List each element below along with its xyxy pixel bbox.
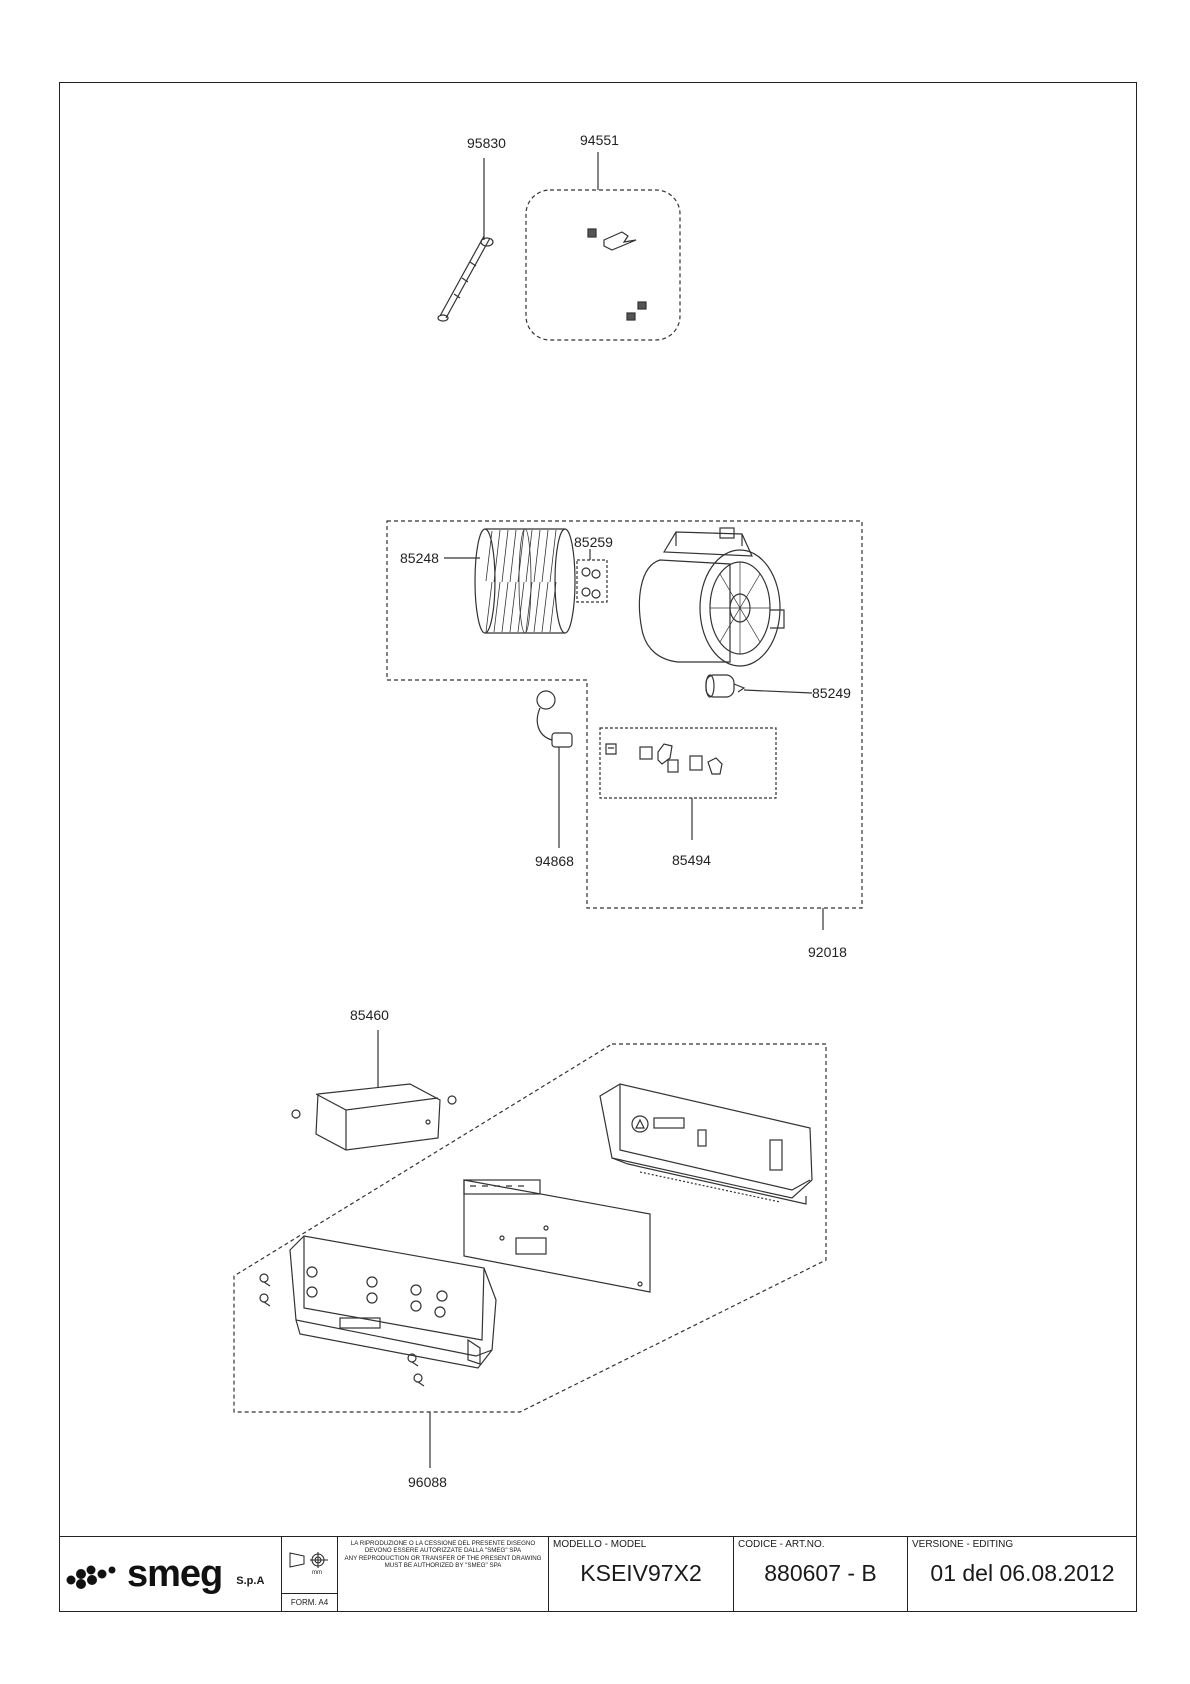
notice-italian: LA RIPRODUZIONE O LA CESSIONE DEL PRESEN… (350, 1540, 536, 1555)
version-field: VERSIONE - EDITING 01 del 06.08.2012 (908, 1537, 1137, 1612)
blower-motor-housing (638, 527, 785, 667)
version-caption: VERSIONE - EDITING (912, 1539, 1014, 1550)
drawing-sheet-border (59, 82, 1137, 1612)
form-size: FORM. A4 (282, 1593, 337, 1612)
rear-control-housing (599, 1083, 813, 1205)
label-96088: 96088 (408, 1474, 447, 1490)
part-95830-cable-tie (437, 158, 494, 322)
part-85248-blower-wheel (444, 528, 576, 634)
part-85494-switch-kit (599, 727, 777, 840)
label-85259: 85259 (574, 534, 613, 550)
code-caption: CODICE - ART.NO. (738, 1539, 825, 1550)
group-96088-outline (233, 1043, 827, 1413)
part-85249-capacitor (705, 674, 813, 698)
label-85248: 85248 (400, 550, 439, 566)
group-92018-outline (386, 520, 863, 909)
model-caption: MODELLO - MODEL (553, 1539, 647, 1550)
smeg-dots-icon (66, 1565, 116, 1589)
label-92018: 92018 (808, 944, 847, 960)
version-value: 01 del 06.08.2012 (930, 1560, 1115, 1586)
brand-wordmark: smeg (127, 1553, 223, 1595)
label-94551: 94551 (580, 132, 619, 148)
copyright-notice: LA RIPRODUZIONE O LA CESSIONE DEL PRESEN… (338, 1537, 549, 1612)
projection-symbol-icon: mm (289, 1552, 328, 1575)
code-value: 880607 - B (764, 1560, 877, 1586)
projection-symbol-cell: mm FORM. A4 (282, 1537, 338, 1612)
model-value: KSEIV97X2 (580, 1560, 702, 1586)
label-85249: 85249 (812, 685, 851, 701)
fixing-screws (259, 1273, 425, 1387)
notice-english: ANY REPRODUCTION OR TRANSFER OF THE PRES… (344, 1554, 542, 1570)
brand-logo: smeg S.p.A (59, 1537, 282, 1612)
control-pcb (463, 1179, 651, 1293)
part-85259-screw-kit (576, 549, 608, 603)
label-95830: 95830 (467, 135, 506, 151)
code-field: CODICE - ART.NO. 880607 - B (734, 1537, 908, 1612)
part-94868-thermal-sensor (536, 690, 573, 848)
part-94551-hardware-kit (525, 152, 681, 341)
unit-label: mm (312, 1570, 322, 1575)
title-block: smeg S.p.A mm FORM. A4 LA RIPRODUZIONE O… (59, 1536, 1137, 1612)
label-85494: 85494 (672, 852, 711, 868)
label-94868: 94868 (535, 853, 574, 869)
part-85460-power-supply (291, 1030, 457, 1151)
front-control-panel (289, 1235, 497, 1369)
company-suffix: S.p.A (236, 1574, 265, 1587)
label-85460: 85460 (350, 1007, 389, 1023)
model-field: MODELLO - MODEL KSEIV97X2 (549, 1537, 734, 1612)
